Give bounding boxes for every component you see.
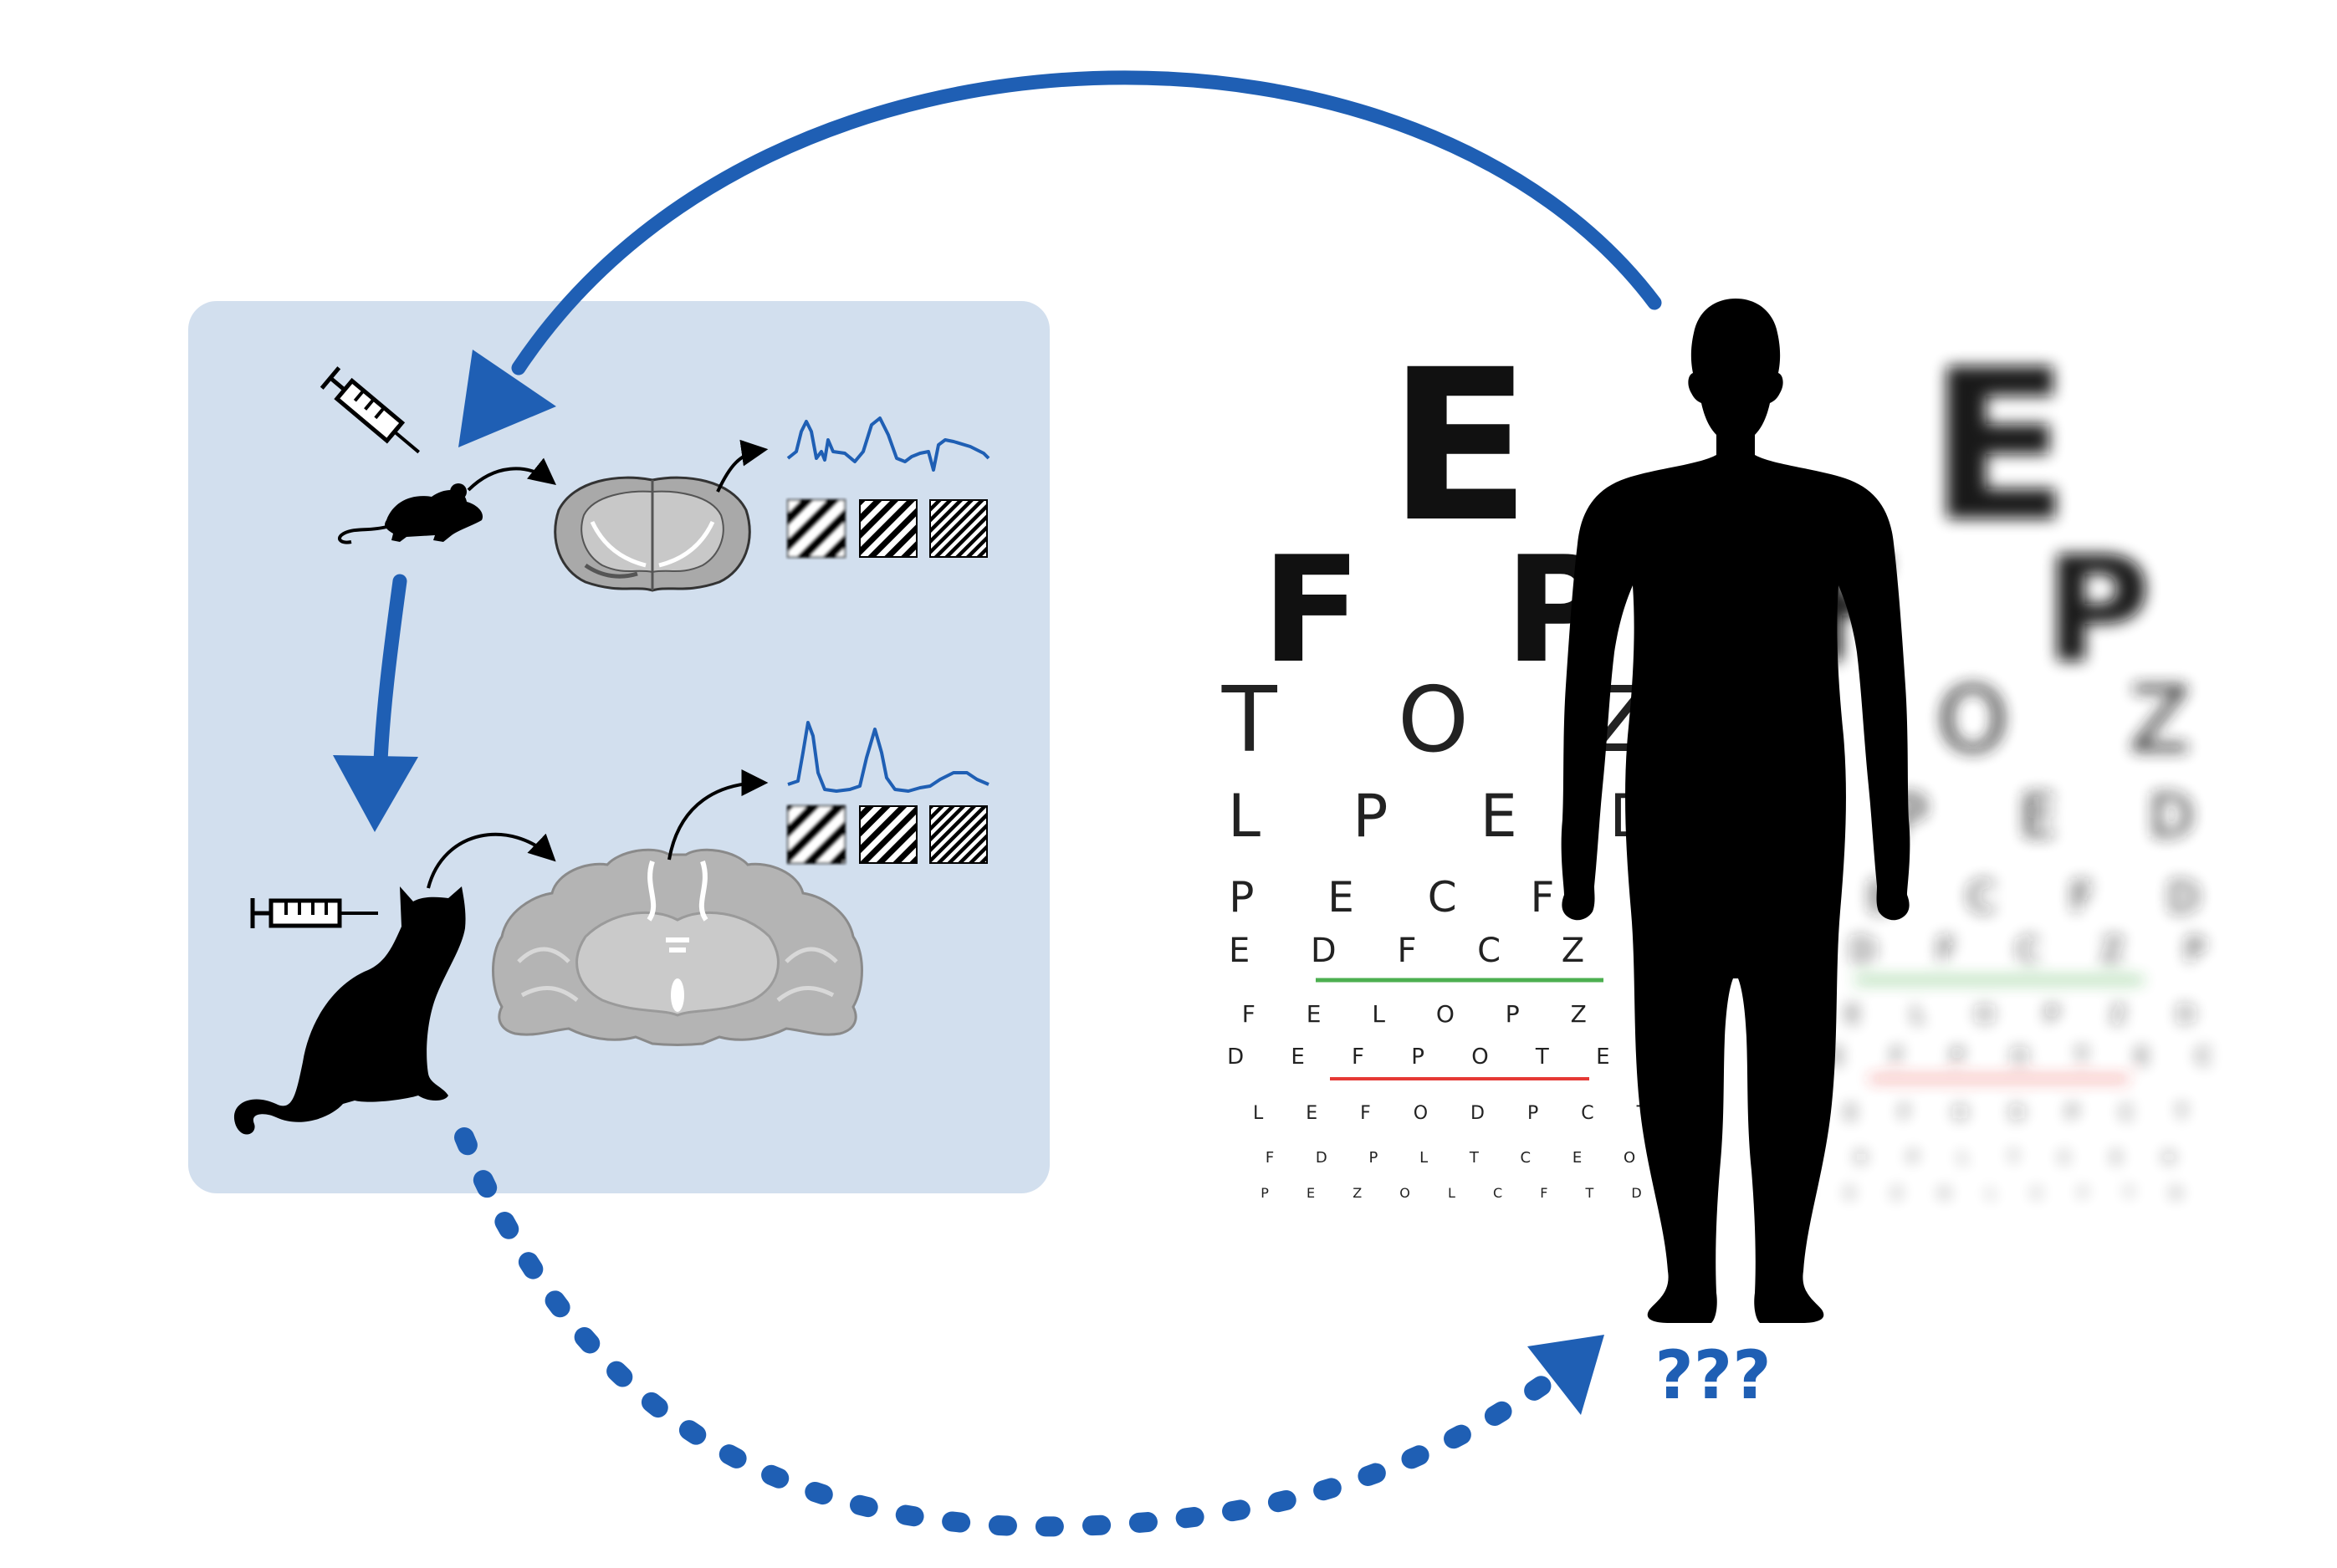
grating-icon [787,805,846,864]
human-silhouette-icon [1561,299,1910,1323]
mouse-brain-slice-icon [554,476,751,592]
eye-chart-clear-row-2: F P [1261,526,1658,696]
eye-chart-blurred-row-11: P E Z O L C F T D [1800,1185,2197,1201]
syringe-icon [250,898,378,928]
mouse-to-cat-arrow [373,574,407,769]
eye-chart-clear-row-5: P E C F D [1229,873,1690,922]
feedback-arrow-head [458,350,556,447]
eye-chart-clear-row-10: F D P L T C E O [1266,1149,1654,1167]
grating-icon [929,805,988,864]
cat-to-brain-arrow [427,832,556,889]
eye-chart-blurred-row-7: F E L O P Z D [1782,1000,2217,1028]
eye-chart-blurred-row-10: F D P L T C E O [1805,1149,2193,1167]
mouse-brain-to-response-arrow [716,439,769,493]
mouse-icon [337,483,483,544]
grating-icon [859,499,918,558]
eye-chart-clear-row-3: T O Z [1221,668,1698,773]
neural-response-trace-icon [787,721,990,793]
eye-chart-blurred-row-9: L E F O D P C T [1792,1103,2206,1124]
cat-icon [233,886,466,1135]
cat-brain-slice-icon [492,848,863,1046]
feedback-arrow [511,70,1662,375]
eye-chart-clear-row-4: L P E D [1228,782,1691,850]
eye-chart-clear-row-9: L E F O D P C T [1253,1103,1666,1124]
cat-brain-to-response-arrow [667,769,769,861]
mouse-to-cat-arrow-head [333,755,418,832]
cat-to-human-arrow-head [1527,1335,1604,1415]
eye-chart-blurred-row-8: D E F P O T E C [1767,1044,2232,1070]
eye-chart-clear-row-7: F E L O P Z D [1242,1000,1677,1028]
cat-to-human-dotted-arrow [454,1127,1566,1537]
syringe-icon [320,366,420,454]
eye-chart-clear-row-1: E [1388,324,1532,568]
grating-stimuli-mouse [787,499,988,558]
mouse-to-brain-arrow [467,457,557,492]
eye-chart-clear-row-6: E D F C Z P [1229,932,1690,970]
eye-chart-clear-row-11: P E Z O L C F T D [1261,1185,1658,1201]
eye-chart-blurred-row-1: E [1928,324,2071,568]
grating-stimuli-cat [787,805,988,864]
eye-chart-clear-row-8: D E F P O T E C [1227,1044,1692,1070]
unknown-outcome-label: ??? [1654,1336,1771,1414]
neural-response-trace-icon [786,416,990,472]
eye-chart-blurred-row-6: E D F C Z P [1768,932,2230,970]
grating-icon [929,499,988,558]
eye-chart-clear: EF PT O Z L P E D P E C F D E D F C Z P F E … [1221,324,1698,1201]
grating-icon [859,805,918,864]
grating-icon [787,499,846,558]
